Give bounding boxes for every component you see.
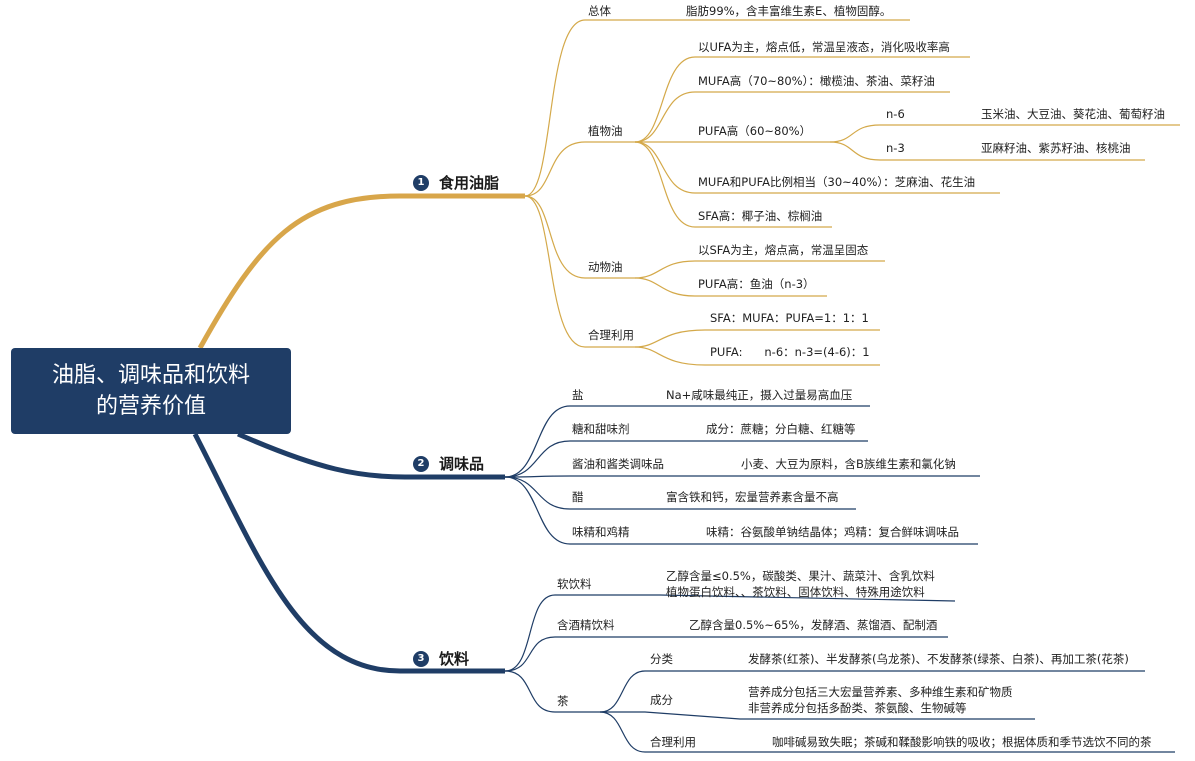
node-weijing: 味精和鸡精 [572,525,630,539]
node-cha-heli: 合理利用 [650,735,696,749]
node-zongti: 总体 [588,4,611,18]
node-ruan-desc2: 植物蛋白饮料、、茶饮料、固体饮料、特殊用途饮料 [666,585,925,599]
node-ruan: 软饮料 [557,577,592,591]
node-fenlei: 分类 [650,652,673,666]
node-oil-heli: 合理利用 [588,328,634,342]
node-yan: 盐 [572,388,584,402]
node-sfa: SFA高：椰子油、棕榈油 [698,209,823,223]
node-n6-desc: 玉米油、大豆油、葵花油、葡萄籽油 [981,107,1165,121]
node-cha: 茶 [557,694,569,708]
branch-title-oil: 食用油脂 [439,174,500,192]
node-zongti-desc: 脂肪99%，含丰富维生素E、植物固醇。 [686,4,892,18]
node-chengfen-desc2: 非营养成分包括多酚类、茶氨酸、生物碱等 [748,701,967,715]
node-weijing-desc: 味精：谷氨酸单钠结晶体；鸡精：复合鲜味调味品 [706,525,959,539]
branch-title-seasoning: 调味品 [439,455,485,473]
node-chengfen: 成分 [650,693,673,707]
node-n6: n-6 [886,107,905,121]
root-title-line2: 的营养价值 [95,394,206,419]
node-zhiwu: 植物油 [588,124,623,138]
node-cha-heli-desc: 咖啡碱易致失眠；茶碱和鞣酸影响铁的吸收；根据体质和季节选饮不同的茶 [772,735,1152,749]
node-jiangyou: 酱油和酱类调味品 [572,457,664,471]
node-fenlei-desc: 发酵茶(红茶)、半发酵茶(乌龙茶)、不发酵茶(绿茶、白茶)、再加工茶(花茶) [748,652,1129,666]
node-mufa: MUFA高（70~80%）：橄榄油、茶油、菜籽油 [698,74,935,88]
node-mufa-pufa: MUFA和PUFA比例相当（30~40%）：芝麻油、花生油 [698,175,976,189]
node-jiu-desc: 乙醇含量0.5%~65%，发酵酒、蒸馏酒、配制酒 [689,618,938,632]
root-title-line1: 油脂、调味品和饮料 [51,363,250,388]
node-n3-desc: 亚麻籽油、紫苏籽油、核桃油 [981,141,1131,155]
root-branch-oil [197,193,525,350]
node-cu: 醋 [572,490,584,504]
node-chengfen-desc1: 营养成分包括三大宏量营养素、多种维生素和矿物质 [748,685,1013,699]
node-oil-heli-2: PUFA: n-6：n-3=(4-6)：1 [710,345,870,359]
node-dongwu-pufa: PUFA高：鱼油（n-3） [698,277,815,291]
root-node: 油脂、调味品和饮料 的营养价值 [11,348,291,434]
node-jiu: 含酒精饮料 [557,618,615,632]
node-n3: n-3 [886,141,905,155]
branch-number-3: 3 [413,651,429,667]
node-yan-desc: Na+咸味最纯正，摄入过量易高血压 [666,388,853,402]
branch-number-1: 1 [413,175,429,191]
node-tang: 糖和甜味剂 [572,422,630,436]
root-branch-drinks [192,432,505,674]
node-zhiwu-main: 以UFA为主，熔点低，常温呈液态，消化吸收率高 [698,40,950,54]
node-cu-desc: 富含铁和钙，宏量营养素含量不高 [666,490,839,504]
branch-title-drinks: 饮料 [439,650,470,668]
node-jiangyou-desc: 小麦、大豆为原料，含B族维生素和氯化钠 [741,457,956,471]
node-tang-desc: 成分：蔗糖；分白糖、红糖等 [706,422,856,436]
node-dongwu: 动物油 [588,260,623,274]
node-ruan-desc1: 乙醇含量≤0.5%，碳酸类、果汁、蔬菜汁、含乳饮料 [666,569,935,583]
root-branch-seasoning [236,431,505,480]
branch-number-2: 2 [413,456,429,472]
node-dongwu-main: 以SFA为主，熔点高，常温呈固态 [698,243,869,257]
node-oil-heli-1: SFA：MUFA：PUFA=1：1：1 [710,311,869,325]
node-pufa: PUFA高（60~80%） [698,124,812,138]
